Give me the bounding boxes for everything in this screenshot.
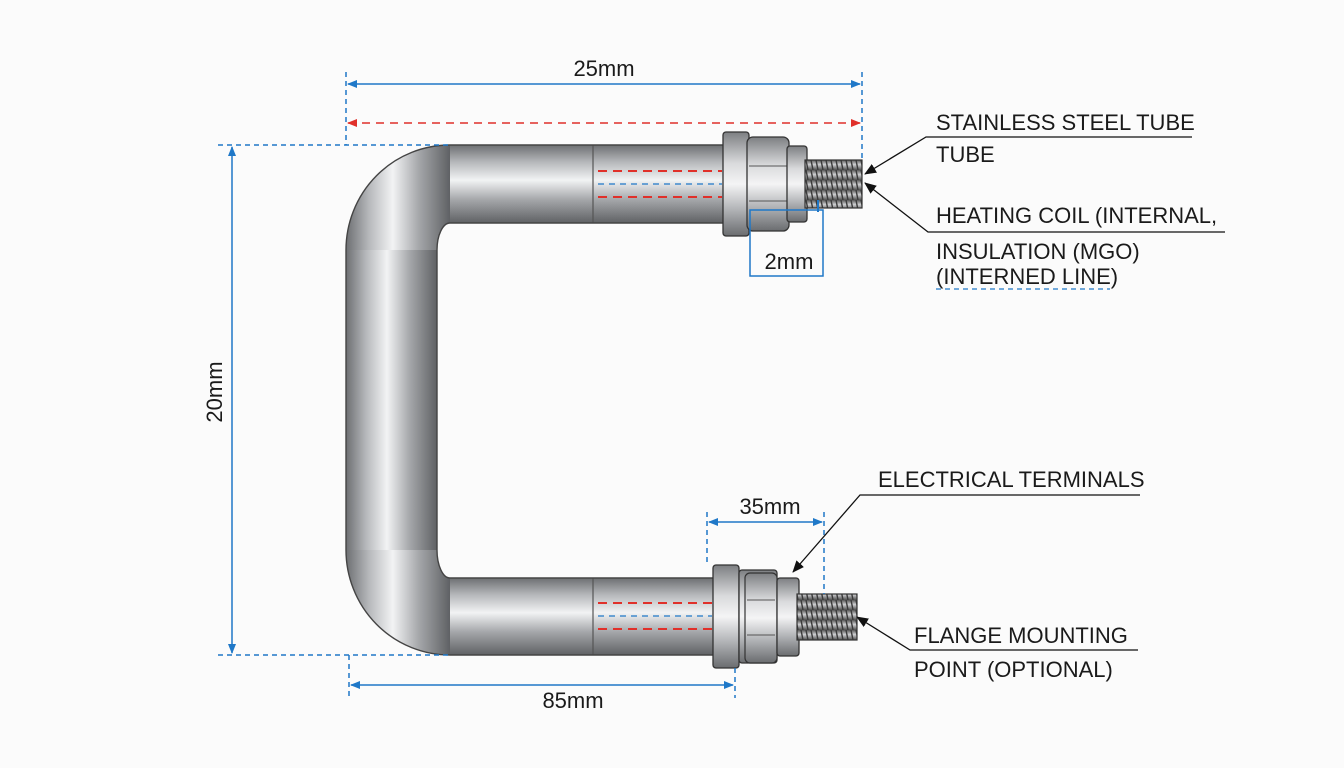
tube-bottom-straight (450, 578, 595, 655)
top-hex-nut (746, 136, 790, 232)
tube-top-straight (450, 145, 595, 223)
callout-flange-line2: POINT (OPTIONAL) (914, 657, 1113, 682)
top-threaded-stud (804, 159, 863, 209)
internal-insulation-lines (598, 183, 722, 617)
bottom-terminal-fitting (712, 564, 858, 669)
callout-stainless-tube-line2: TUBE (936, 142, 995, 167)
bottom-hex-nut (744, 572, 778, 664)
gap-label: 2mm (765, 249, 814, 274)
terminal-length-label: 35mm (739, 494, 800, 519)
bottom-width-label: 85mm (542, 688, 603, 713)
dimension-lines (218, 72, 863, 698)
top-terminal-fitting (722, 131, 863, 237)
callout-flange-line1: FLANGE MOUNTING (914, 623, 1128, 648)
bottom-flange-washer (712, 564, 740, 669)
bottom-threaded-stud (796, 593, 858, 641)
tube-top-bend (346, 145, 450, 250)
tube-bottom-bend (346, 550, 450, 655)
callout-leaders (792, 136, 1225, 651)
bottom-washer (776, 577, 800, 657)
u-tube (345, 144, 723, 656)
callout-insulation-line2: INSULATION (MGO) (936, 239, 1140, 264)
callout-electrical-terminals: ELECTRICAL TERMINALS (878, 467, 1145, 492)
callout-stainless-tube-line1: STAINLESS STEEL TUBE (936, 110, 1195, 135)
top-flange-washer (722, 131, 750, 237)
internal-heating-coil (598, 170, 722, 630)
height-label: 20mm (202, 361, 227, 422)
callout-interned-line3: (INTERNED LINE) (936, 264, 1118, 289)
gap-dimension-box (749, 209, 824, 277)
top-width-label: 25mm (573, 56, 634, 81)
tube-vertical-leg (346, 250, 437, 550)
callout-heating-coil-line1: HEATING COIL (INTERNAL, (936, 203, 1217, 228)
